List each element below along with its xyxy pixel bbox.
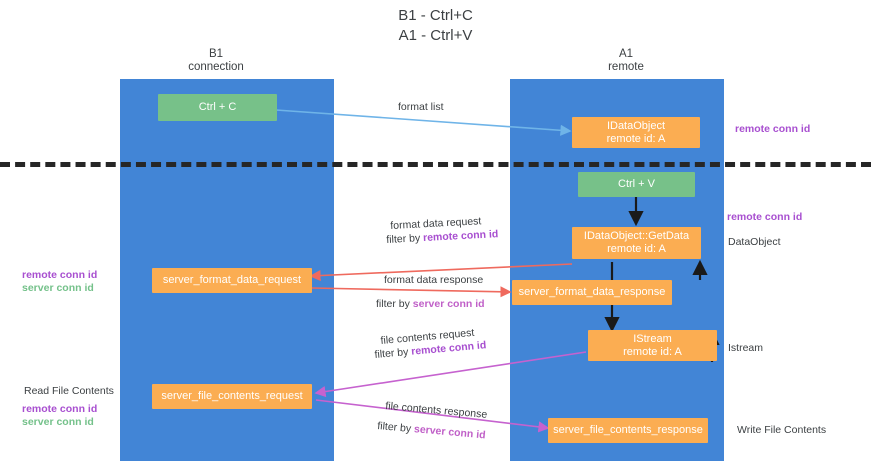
- column-header-b1: B1 connection: [188, 48, 244, 73]
- edge-label-file-contents-response-filter: filter by server conn id: [377, 419, 486, 442]
- section-divider: [0, 162, 871, 167]
- annotation-remote-conn-id-top: remote conn id: [735, 123, 811, 135]
- annotation-left-remote-conn-id: remote conn id: [22, 269, 98, 281]
- annotation-read-file-contents: Read File Contents: [24, 385, 114, 397]
- annotation-istream: Istream: [728, 342, 764, 354]
- edge-label-format-data-response: format data response: [384, 274, 484, 286]
- node-server-file-contents-request[interactable]: server_file_contents_request: [152, 384, 312, 409]
- node-server-format-data-response[interactable]: server_format_data_response: [512, 280, 672, 305]
- node-server-format-data-request[interactable]: server_format_data_request: [152, 268, 312, 293]
- edge-label-format-list: format list: [398, 101, 444, 113]
- filter-prefix: filter by: [376, 298, 413, 310]
- filter-prefix: filter by: [376, 419, 415, 436]
- column-header-a1: A1 remote: [608, 48, 644, 73]
- annotation-dataobject: DataObject: [728, 236, 781, 248]
- edge-label-format-data-response-filter: filter by server conn id: [376, 297, 485, 311]
- annotation-remote-conn-id-mid: remote conn id: [727, 211, 803, 223]
- filter-key-server-conn-id: server conn id: [413, 423, 487, 442]
- filter-prefix: filter by: [374, 345, 412, 361]
- filter-key-remote-conn-id: remote conn id: [422, 228, 499, 245]
- annotation-left-server-conn-id: server conn id: [22, 282, 94, 294]
- edge-label-file-contents-response: file contents response: [384, 399, 488, 421]
- node-idataobject-getdata[interactable]: IDataObject::GetData remote id: A: [572, 227, 701, 259]
- node-istream[interactable]: IStream remote id: A: [588, 330, 717, 361]
- node-idataobject[interactable]: IDataObject remote id: A: [572, 117, 700, 148]
- annotation-left-remote-conn-id-2: remote conn id: [22, 403, 98, 415]
- diagram-title: B1 - Ctrl+C A1 - Ctrl+V: [398, 7, 473, 44]
- node-ctrl-v[interactable]: Ctrl + V: [578, 172, 695, 197]
- node-ctrl-c[interactable]: Ctrl + C: [158, 94, 277, 121]
- node-server-file-contents-response[interactable]: server_file_contents_response: [548, 418, 708, 443]
- filter-prefix: filter by: [386, 232, 424, 246]
- annotation-left-server-conn-id-2: server conn id: [22, 416, 94, 428]
- filter-key-server-conn-id: server conn id: [412, 298, 485, 310]
- annotation-write-file-contents: Write File Contents: [737, 424, 827, 436]
